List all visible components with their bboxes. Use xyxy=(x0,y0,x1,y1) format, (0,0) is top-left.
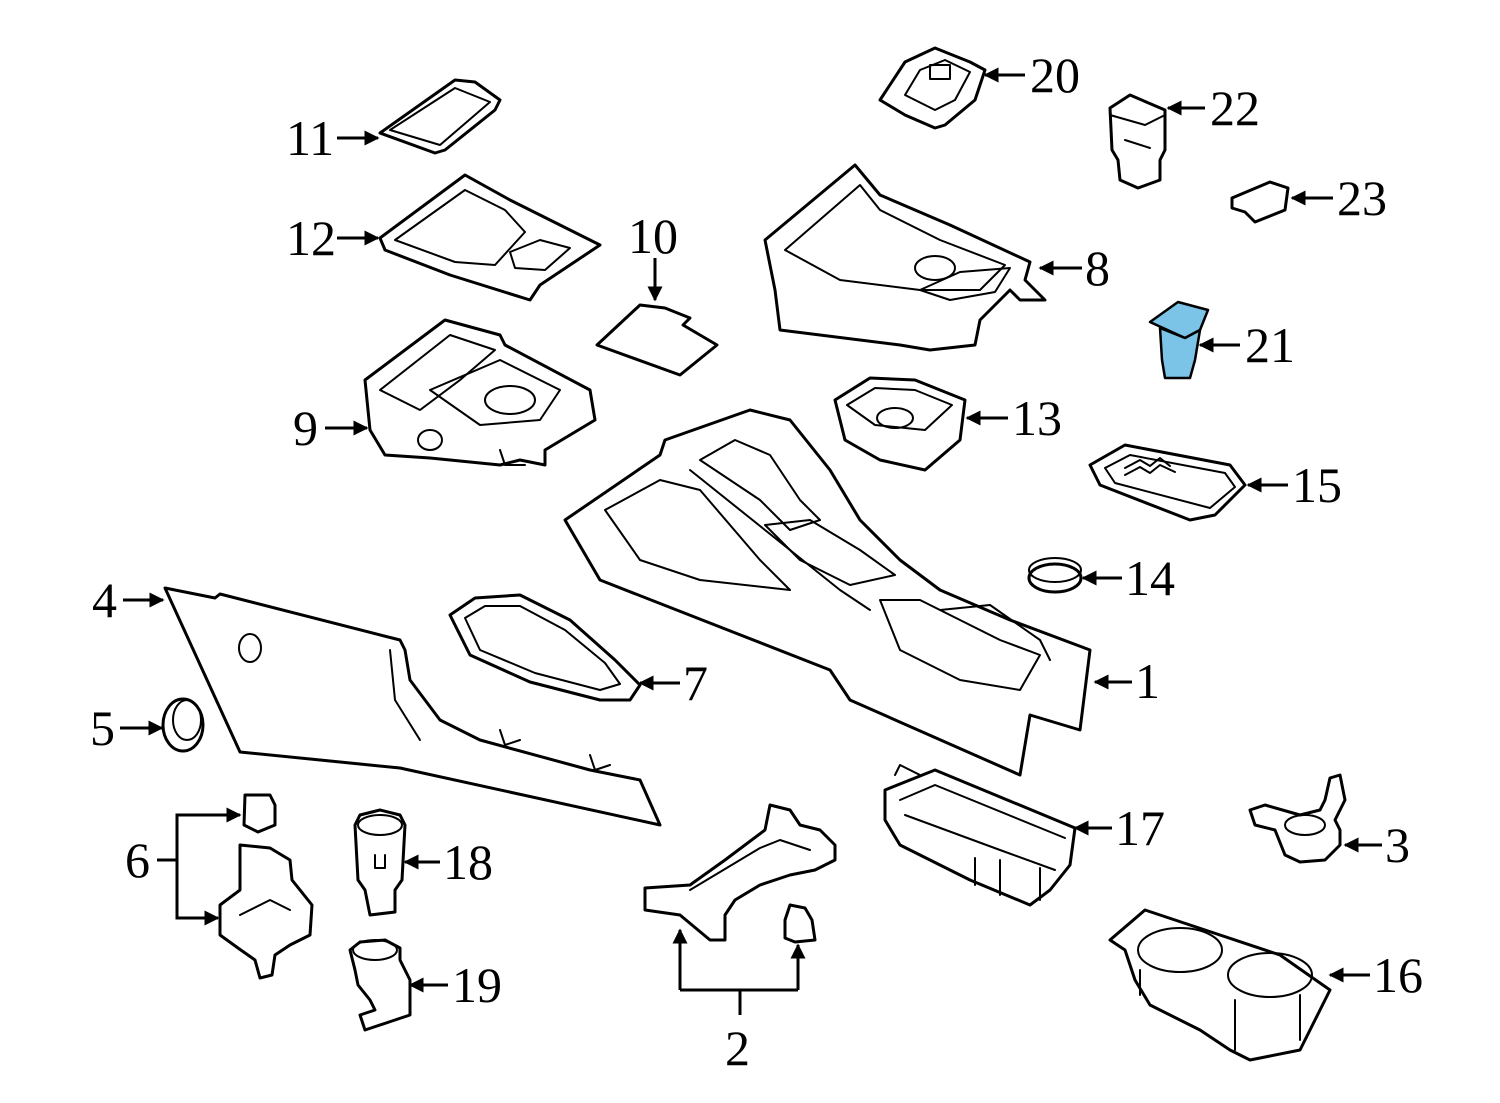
part-6-brackets[interactable] xyxy=(218,793,314,980)
part-5-plug[interactable] xyxy=(161,697,205,753)
callout-23: 23 xyxy=(1337,170,1387,226)
callout-4: 4 xyxy=(92,572,117,628)
callout-8: 8 xyxy=(1085,240,1110,296)
callout-21: 21 xyxy=(1245,317,1295,373)
part-19-socket[interactable] xyxy=(348,938,412,1032)
part-13-bin-insert[interactable] xyxy=(833,376,967,472)
callout-12: 12 xyxy=(286,210,336,266)
part-21-highlighted-switch[interactable] xyxy=(1148,300,1210,380)
callout-22: 22 xyxy=(1210,80,1260,136)
callout-1: 1 xyxy=(1135,653,1160,709)
callout-labels: 1 2 3 4 5 6 7 8 9 10 11 12 13 14 15 16 1… xyxy=(90,47,1423,1076)
part-3-bracket[interactable] xyxy=(1248,773,1347,864)
part-11-cover[interactable] xyxy=(378,78,502,155)
part-16-cup-holder[interactable] xyxy=(1108,908,1332,1062)
callout-10: 10 xyxy=(628,208,678,264)
part-1-center-console[interactable] xyxy=(563,408,1092,777)
part-21-body xyxy=(1158,326,1202,380)
part-14-plug[interactable] xyxy=(1027,557,1083,594)
callout-20: 20 xyxy=(1030,47,1080,103)
part-18-socket[interactable] xyxy=(353,808,407,917)
callout-11: 11 xyxy=(286,110,334,166)
callout-9: 9 xyxy=(293,400,318,456)
part-12-trim-plate[interactable] xyxy=(378,173,602,302)
callout-16: 16 xyxy=(1373,947,1423,1003)
part-10-mat[interactable] xyxy=(595,303,719,377)
callout-5: 5 xyxy=(90,700,115,756)
part-17-storage-drawer[interactable] xyxy=(883,764,1077,907)
callout-3: 3 xyxy=(1385,817,1410,873)
part-2-support-bracket[interactable] xyxy=(643,803,837,944)
part-4-side-panel[interactable] xyxy=(163,586,662,827)
callout-2: 2 xyxy=(725,1020,750,1076)
callout-14: 14 xyxy=(1125,550,1175,606)
callout-17: 17 xyxy=(1115,800,1165,856)
part-23-cap[interactable] xyxy=(1230,180,1290,224)
callout-6: 6 xyxy=(125,832,150,888)
callout-18: 18 xyxy=(443,834,493,890)
callout-7: 7 xyxy=(683,655,708,711)
part-22-switch[interactable] xyxy=(1108,93,1167,190)
part-9-shifter-housing[interactable] xyxy=(363,318,597,467)
callout-13: 13 xyxy=(1012,390,1062,446)
part-20-shifter-module[interactable] xyxy=(878,46,987,130)
callout-19: 19 xyxy=(452,957,502,1013)
callout-15: 15 xyxy=(1292,457,1342,513)
leader-lines xyxy=(120,67,1382,1015)
part-7-bezel[interactable] xyxy=(448,593,642,702)
part-8-console-bin[interactable] xyxy=(763,163,1047,352)
part-15-mat[interactable] xyxy=(1088,443,1247,522)
